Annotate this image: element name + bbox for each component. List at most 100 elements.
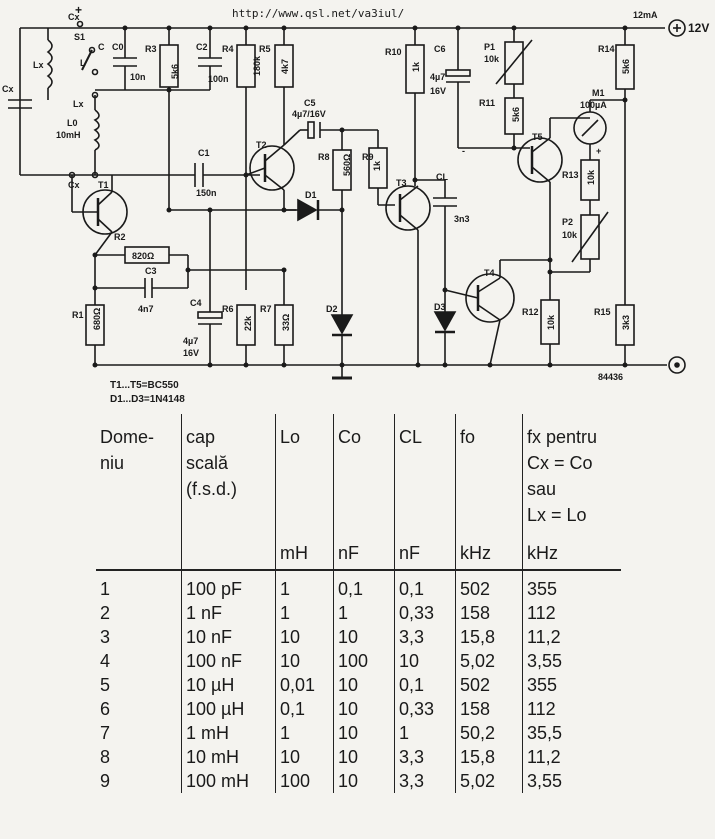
- p1-value: 10k: [484, 54, 500, 64]
- table-cell: 0,1: [333, 570, 395, 601]
- c0-label: C0: [112, 42, 124, 52]
- table-cell: 5,02: [455, 769, 523, 793]
- table-cell: 1: [394, 721, 456, 745]
- table-header-unit: nF: [399, 543, 421, 563]
- s1-l-label: L: [80, 58, 86, 68]
- s1-c-label: C: [98, 42, 105, 52]
- cx2-label: Cx: [68, 12, 80, 22]
- c2-value: 100n: [208, 74, 229, 84]
- r3-label: R3: [145, 44, 157, 54]
- c3-value: 4n7: [138, 304, 154, 314]
- r1-value: 680Ω: [92, 308, 102, 330]
- table-cell: 100 nF: [181, 649, 276, 673]
- table-cell: 112: [527, 699, 556, 719]
- r4-label: R4: [222, 44, 234, 54]
- r1-label: R1: [72, 310, 84, 320]
- r12-value: 10k: [546, 314, 556, 330]
- c1-value: 150n: [196, 188, 217, 198]
- cx-label: Cx: [2, 84, 14, 94]
- table-cell: 9: [96, 769, 182, 793]
- cl-label: CL: [436, 172, 448, 182]
- d3-label: D3: [434, 302, 446, 312]
- t4-transistor: [465, 273, 515, 323]
- d2-diode: [330, 314, 354, 335]
- m1-label: M1: [592, 88, 605, 98]
- lx-label: Lx: [33, 60, 44, 70]
- r12-label: R12: [522, 307, 539, 317]
- c2-label: C2: [196, 42, 208, 52]
- diode-note: D1...D3=1N4148: [110, 394, 185, 405]
- t3-transistor: [385, 185, 431, 231]
- lx-inductor: [46, 39, 53, 89]
- t2-label: T2: [256, 140, 267, 150]
- lx2-label: Lx: [73, 99, 84, 109]
- table-cell: 355: [527, 579, 558, 599]
- r15-label: R15: [594, 307, 611, 317]
- table-cell: 100: [275, 769, 334, 793]
- table-cell: 3,55: [527, 771, 563, 791]
- table-cell: 0,33: [394, 697, 456, 721]
- table-cell: 10: [275, 649, 334, 673]
- table-header-label: Lo: [280, 427, 301, 447]
- d1-label: D1: [305, 190, 317, 200]
- m1-plus: +: [596, 146, 601, 156]
- l0-label: L0: [67, 118, 78, 128]
- circuit-schematic: 12mA 12V + S1 L C Lx Lx Cx Cx Cx L0 10mH…: [2, 3, 709, 405]
- s1-switch: [81, 49, 93, 71]
- table-cell: 502: [455, 570, 523, 601]
- table-cell: 4: [96, 649, 182, 673]
- d2-label: D2: [326, 304, 338, 314]
- cl-value: 3n3: [454, 214, 470, 224]
- source-url: http://www.qsl.net/va3iul/: [232, 7, 405, 20]
- table-cell: 2: [96, 601, 182, 625]
- r4-value: 180k: [252, 55, 262, 76]
- supply-current-label: 12mA: [633, 10, 658, 20]
- r8-label: R8: [318, 152, 330, 162]
- ground-terminal: [668, 356, 686, 374]
- table-cell: 1 nF: [181, 601, 276, 625]
- c4-value-1: 4µ7: [183, 336, 198, 346]
- d3-diode: [433, 311, 457, 332]
- table-cell: 0,1: [394, 673, 456, 697]
- r6-label: R6: [222, 304, 234, 314]
- plus-label: +: [75, 3, 82, 17]
- table-header-cell: Dome- niu: [96, 414, 182, 570]
- table-cell: 1: [96, 570, 182, 601]
- r9-label: R9: [362, 152, 374, 162]
- t5-transistor: [517, 137, 563, 183]
- table-cell: 15,8: [455, 625, 523, 649]
- r15-value: 3k3: [621, 315, 631, 330]
- r7-label: R7: [260, 304, 272, 314]
- table-cell: 15,8: [455, 745, 523, 769]
- table-cell: 35,5: [527, 723, 563, 743]
- t3-label: T3: [396, 178, 407, 188]
- r14-label: R14: [598, 44, 615, 54]
- r3-value: 5k6: [170, 64, 180, 79]
- table-cell: 10 nF: [181, 625, 276, 649]
- s1-label: S1: [74, 32, 85, 42]
- c6-label: C6: [434, 44, 446, 54]
- table-header-unit: nF: [338, 543, 360, 563]
- table-cell: 5,02: [455, 649, 523, 673]
- table-cell: 10 µH: [181, 673, 276, 697]
- r9-value: 1k: [372, 160, 382, 171]
- table-cell: 10: [394, 649, 456, 673]
- table-header-label: Co: [338, 427, 362, 447]
- p2-value: 10k: [562, 230, 578, 240]
- table-cell: 355: [527, 675, 558, 695]
- r8-value: 560Ω: [342, 154, 352, 176]
- transistor-note: T1...T5=BC550: [110, 380, 179, 391]
- table-cell: 0,1: [394, 570, 456, 601]
- m1-minus: -: [596, 102, 599, 112]
- r11-label: R11: [479, 98, 495, 108]
- r13-label: R13: [562, 170, 579, 180]
- table-cell: 10: [333, 697, 395, 721]
- table-cell: 3,3: [394, 745, 456, 769]
